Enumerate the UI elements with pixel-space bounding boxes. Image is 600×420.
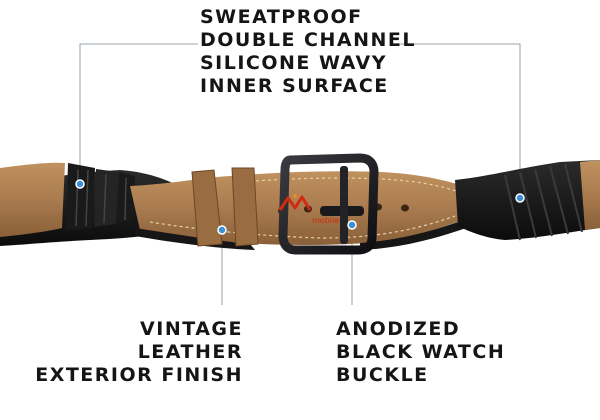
callout-inner-surface: SWEATPROOF DOUBLE CHANNEL SILICONE WAVY … — [200, 6, 416, 98]
watch-buckle — [278, 153, 379, 255]
callout-dot-icon — [347, 220, 357, 230]
callout-buckle: ANODIZED BLACK WATCH BUCKLE — [336, 318, 505, 387]
left-leather-band — [0, 162, 65, 237]
keeper-loop-1 — [191, 169, 223, 247]
brand-logo-icon — [278, 194, 312, 211]
callout-line-text: EXTERIOR FINISH — [35, 364, 243, 386]
callout-line-text: ANODIZED — [336, 318, 461, 340]
callout-line-text: BUCKLE — [336, 364, 429, 386]
callout-dots — [75, 179, 525, 235]
watermark-text: mobile — [312, 216, 339, 225]
callout-line-text: LEATHER — [137, 341, 243, 363]
keeper-loop-2 — [231, 167, 259, 247]
callout-line-text: SILICONE WAVY — [200, 52, 388, 74]
callout-dot-icon — [217, 225, 227, 235]
callout-dot-icon — [75, 179, 85, 189]
callout-line-text: DOUBLE CHANNEL — [200, 29, 416, 51]
callout-line-top-left — [79, 43, 198, 178]
left-silicone-ribs — [66, 163, 135, 230]
callout-line-text: BLACK WATCH — [336, 341, 506, 363]
callout-line-top-right — [398, 43, 521, 198]
callout-dot-icon — [515, 193, 525, 203]
callout-line-text: VINTAGE — [140, 318, 243, 340]
right-leather-band — [580, 160, 600, 230]
callout-line-text: INNER SURFACE — [200, 75, 389, 97]
callout-line-text: SWEATPROOF — [200, 6, 363, 28]
callout-exterior-finish: VINTAGE LEATHER EXTERIOR FINISH — [35, 318, 243, 387]
